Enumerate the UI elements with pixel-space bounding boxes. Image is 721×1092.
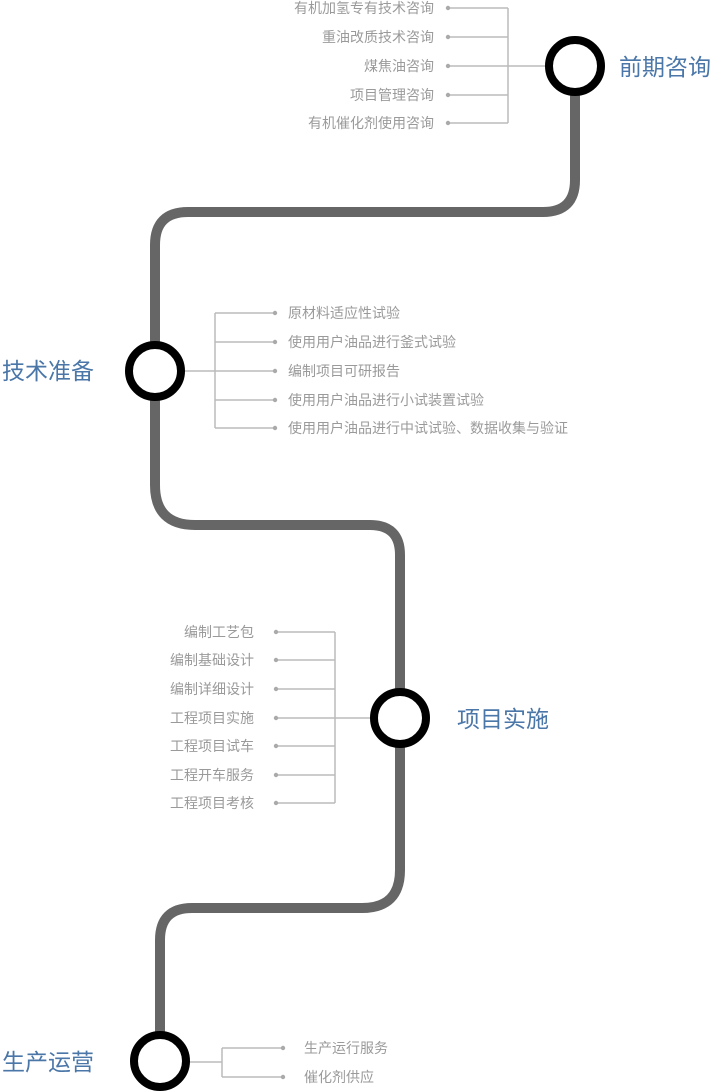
stage-1-title: 前期咨询 (619, 55, 711, 81)
stage-1-node (545, 36, 605, 96)
stage-3-item-4: 工程项目实施 (170, 711, 254, 727)
stage-4-dots (280, 1045, 286, 1080)
stage-3-bracket (276, 631, 373, 804)
stage-1-dots (445, 5, 451, 126)
stage-2-group: 原材料适应性试验 使用用户油品进行釜式试验 编制项目可研报告 使用用户油品进行小… (2, 305, 568, 437)
stage-1-item-4: 项目管理咨询 (350, 88, 434, 104)
stage-1-group: 有机加氢专有技术咨询 重油改质技术咨询 煤焦油咨询 项目管理咨询 有机催化剂使用… (294, 1, 711, 132)
stage-4-item-2: 催化剂供应 (304, 1069, 374, 1086)
stage-4-bracket (186, 1047, 283, 1078)
stage-3-title: 项目实施 (457, 707, 549, 733)
stage-2-dots (272, 310, 278, 431)
stage-1-item-1: 有机加氢专有技术咨询 (294, 1, 434, 17)
stage-2-item-2: 使用用户油品进行釜式试验 (288, 334, 456, 351)
stage-2-item-5: 使用用户油品进行中试试验、数据收集与验证 (288, 420, 568, 437)
stage-3-dots (273, 629, 279, 806)
stage-1-item-2: 重油改质技术咨询 (322, 30, 434, 46)
roadmap-path (150, 61, 580, 1067)
stage-1-item-5: 有机催化剂使用咨询 (308, 115, 434, 132)
stage-4-node (130, 1031, 190, 1091)
stage-3-item-2: 编制基础设计 (170, 652, 254, 669)
stage-2-node (125, 341, 185, 401)
stage-4-group: 生产运行服务 催化剂供应 生产运营 (2, 1031, 388, 1091)
stage-3-item-7: 工程项目考核 (170, 796, 254, 812)
stage-2-item-4: 使用用户油品进行小试装置试验 (288, 392, 484, 409)
stage-4-item-1: 生产运行服务 (304, 1041, 388, 1057)
stage-3-item-5: 工程项目试车 (170, 738, 254, 755)
stage-3-item-3: 编制详细设计 (170, 682, 254, 698)
stage-3-node (370, 688, 430, 748)
stage-3-item-6: 工程开车服务 (170, 767, 254, 784)
stage-3-group: 编制工艺包 编制基础设计 编制详细设计 工程项目实施 工程项目试车 工程开车服务… (170, 625, 549, 812)
stage-4-title: 生产运营 (2, 1050, 94, 1076)
stage-2-item-1: 原材料适应性试验 (288, 305, 400, 322)
stage-2-title: 技术准备 (2, 359, 94, 385)
stage-1-bracket (448, 7, 548, 124)
stage-3-item-1: 编制工艺包 (184, 625, 254, 641)
stage-1-item-3: 煤焦油咨询 (364, 59, 434, 75)
stage-2-bracket (182, 312, 275, 429)
stage-2-item-3: 编制项目可研报告 (288, 364, 400, 380)
